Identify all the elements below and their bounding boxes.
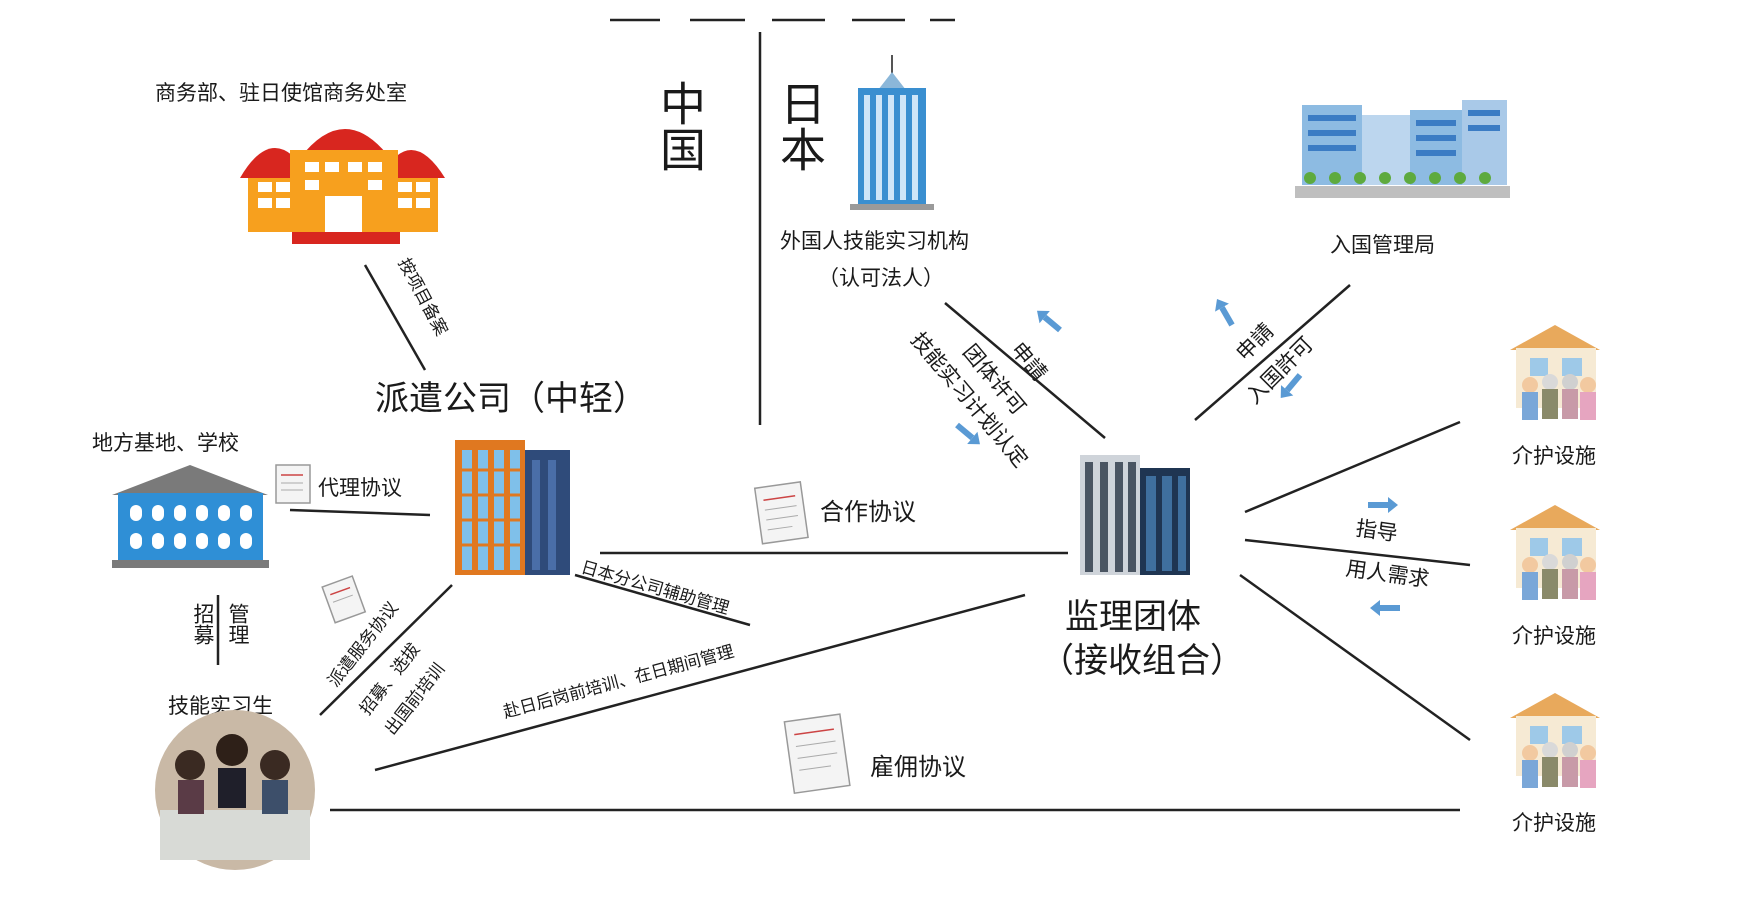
- edge-immigration-supervising: [1194, 284, 1351, 421]
- care-facility-icon: [1510, 325, 1600, 420]
- document-icon: [275, 464, 311, 504]
- edge-label-guide: 指导: [1354, 516, 1399, 546]
- border-label-japan: 日本: [773, 80, 827, 172]
- edge-supervising-care2: [1244, 538, 1471, 567]
- supervising-label-line1: 监理团体: [1065, 597, 1201, 637]
- otit-label-line1: 外国人技能实习机构: [780, 229, 969, 253]
- immigration-label: 入国管理局: [1330, 233, 1435, 257]
- care2-label: 介护设施: [1512, 624, 1596, 648]
- edge-label-demand: 用人需求: [1344, 556, 1431, 591]
- dispatch-building-icon: [455, 440, 570, 575]
- trainee-photo-icon: [155, 710, 315, 870]
- edge-label-agency: 代理协议: [318, 476, 402, 500]
- document-icon: [753, 481, 809, 545]
- edge-label-recruit: 招募: [191, 603, 215, 645]
- edge-label-cooperation: 合作协议: [820, 498, 916, 526]
- edge-branch-assist: [574, 573, 751, 627]
- ministry-building-icon: [240, 129, 445, 244]
- edge-school-dispatch: [289, 508, 431, 517]
- border-label-china: 中国: [653, 80, 707, 172]
- arrow-down-icon: [1280, 373, 1303, 398]
- care-facility-icon: [1510, 505, 1600, 600]
- edge-label-imm-apply: 申請: [1232, 319, 1279, 366]
- arrow-down-icon: [955, 422, 980, 445]
- dispatch-label: 派遣公司（中轻）: [375, 379, 647, 419]
- otit-building-icon: [850, 55, 934, 210]
- edge-label-employment: 雇佣协议: [870, 753, 966, 781]
- arrow-up-icon: [1037, 310, 1062, 333]
- care-facility-icon: [1510, 693, 1600, 788]
- edge-label-record: 按项目备案: [394, 255, 452, 339]
- arrow-left-icon: [1370, 600, 1400, 616]
- edge-otit-supervising: [944, 302, 1106, 439]
- arrow-up-icon: [1215, 299, 1235, 327]
- edge-japan-training: [374, 593, 1026, 772]
- document-icon: [321, 575, 367, 624]
- immigration-building-icon: [1295, 100, 1510, 198]
- school-label: 地方基地、学校: [92, 431, 239, 455]
- otit-label-line2: （认可法人）: [818, 266, 944, 290]
- supervising-label-line2: （接收组合）: [1040, 641, 1244, 681]
- supervising-building-icon: [1080, 455, 1190, 575]
- edge-label-branch-assist: 日本分公司辅助管理: [579, 558, 732, 619]
- document-icon: [783, 713, 851, 795]
- edge-supervising-care3: [1239, 573, 1471, 742]
- edge-supervising-care1: [1244, 420, 1461, 514]
- care1-label: 介护设施: [1512, 444, 1596, 468]
- ministry-label: 商务部、驻日使馆商务处室: [155, 81, 407, 105]
- school-building-icon: [112, 465, 269, 568]
- edge-label-manage: 管理: [226, 603, 250, 645]
- care3-label: 介护设施: [1512, 811, 1596, 835]
- arrow-right-icon: [1368, 497, 1398, 513]
- edge-dispatch-trainee: [319, 584, 453, 716]
- edge-ministry-dispatch: [363, 264, 427, 371]
